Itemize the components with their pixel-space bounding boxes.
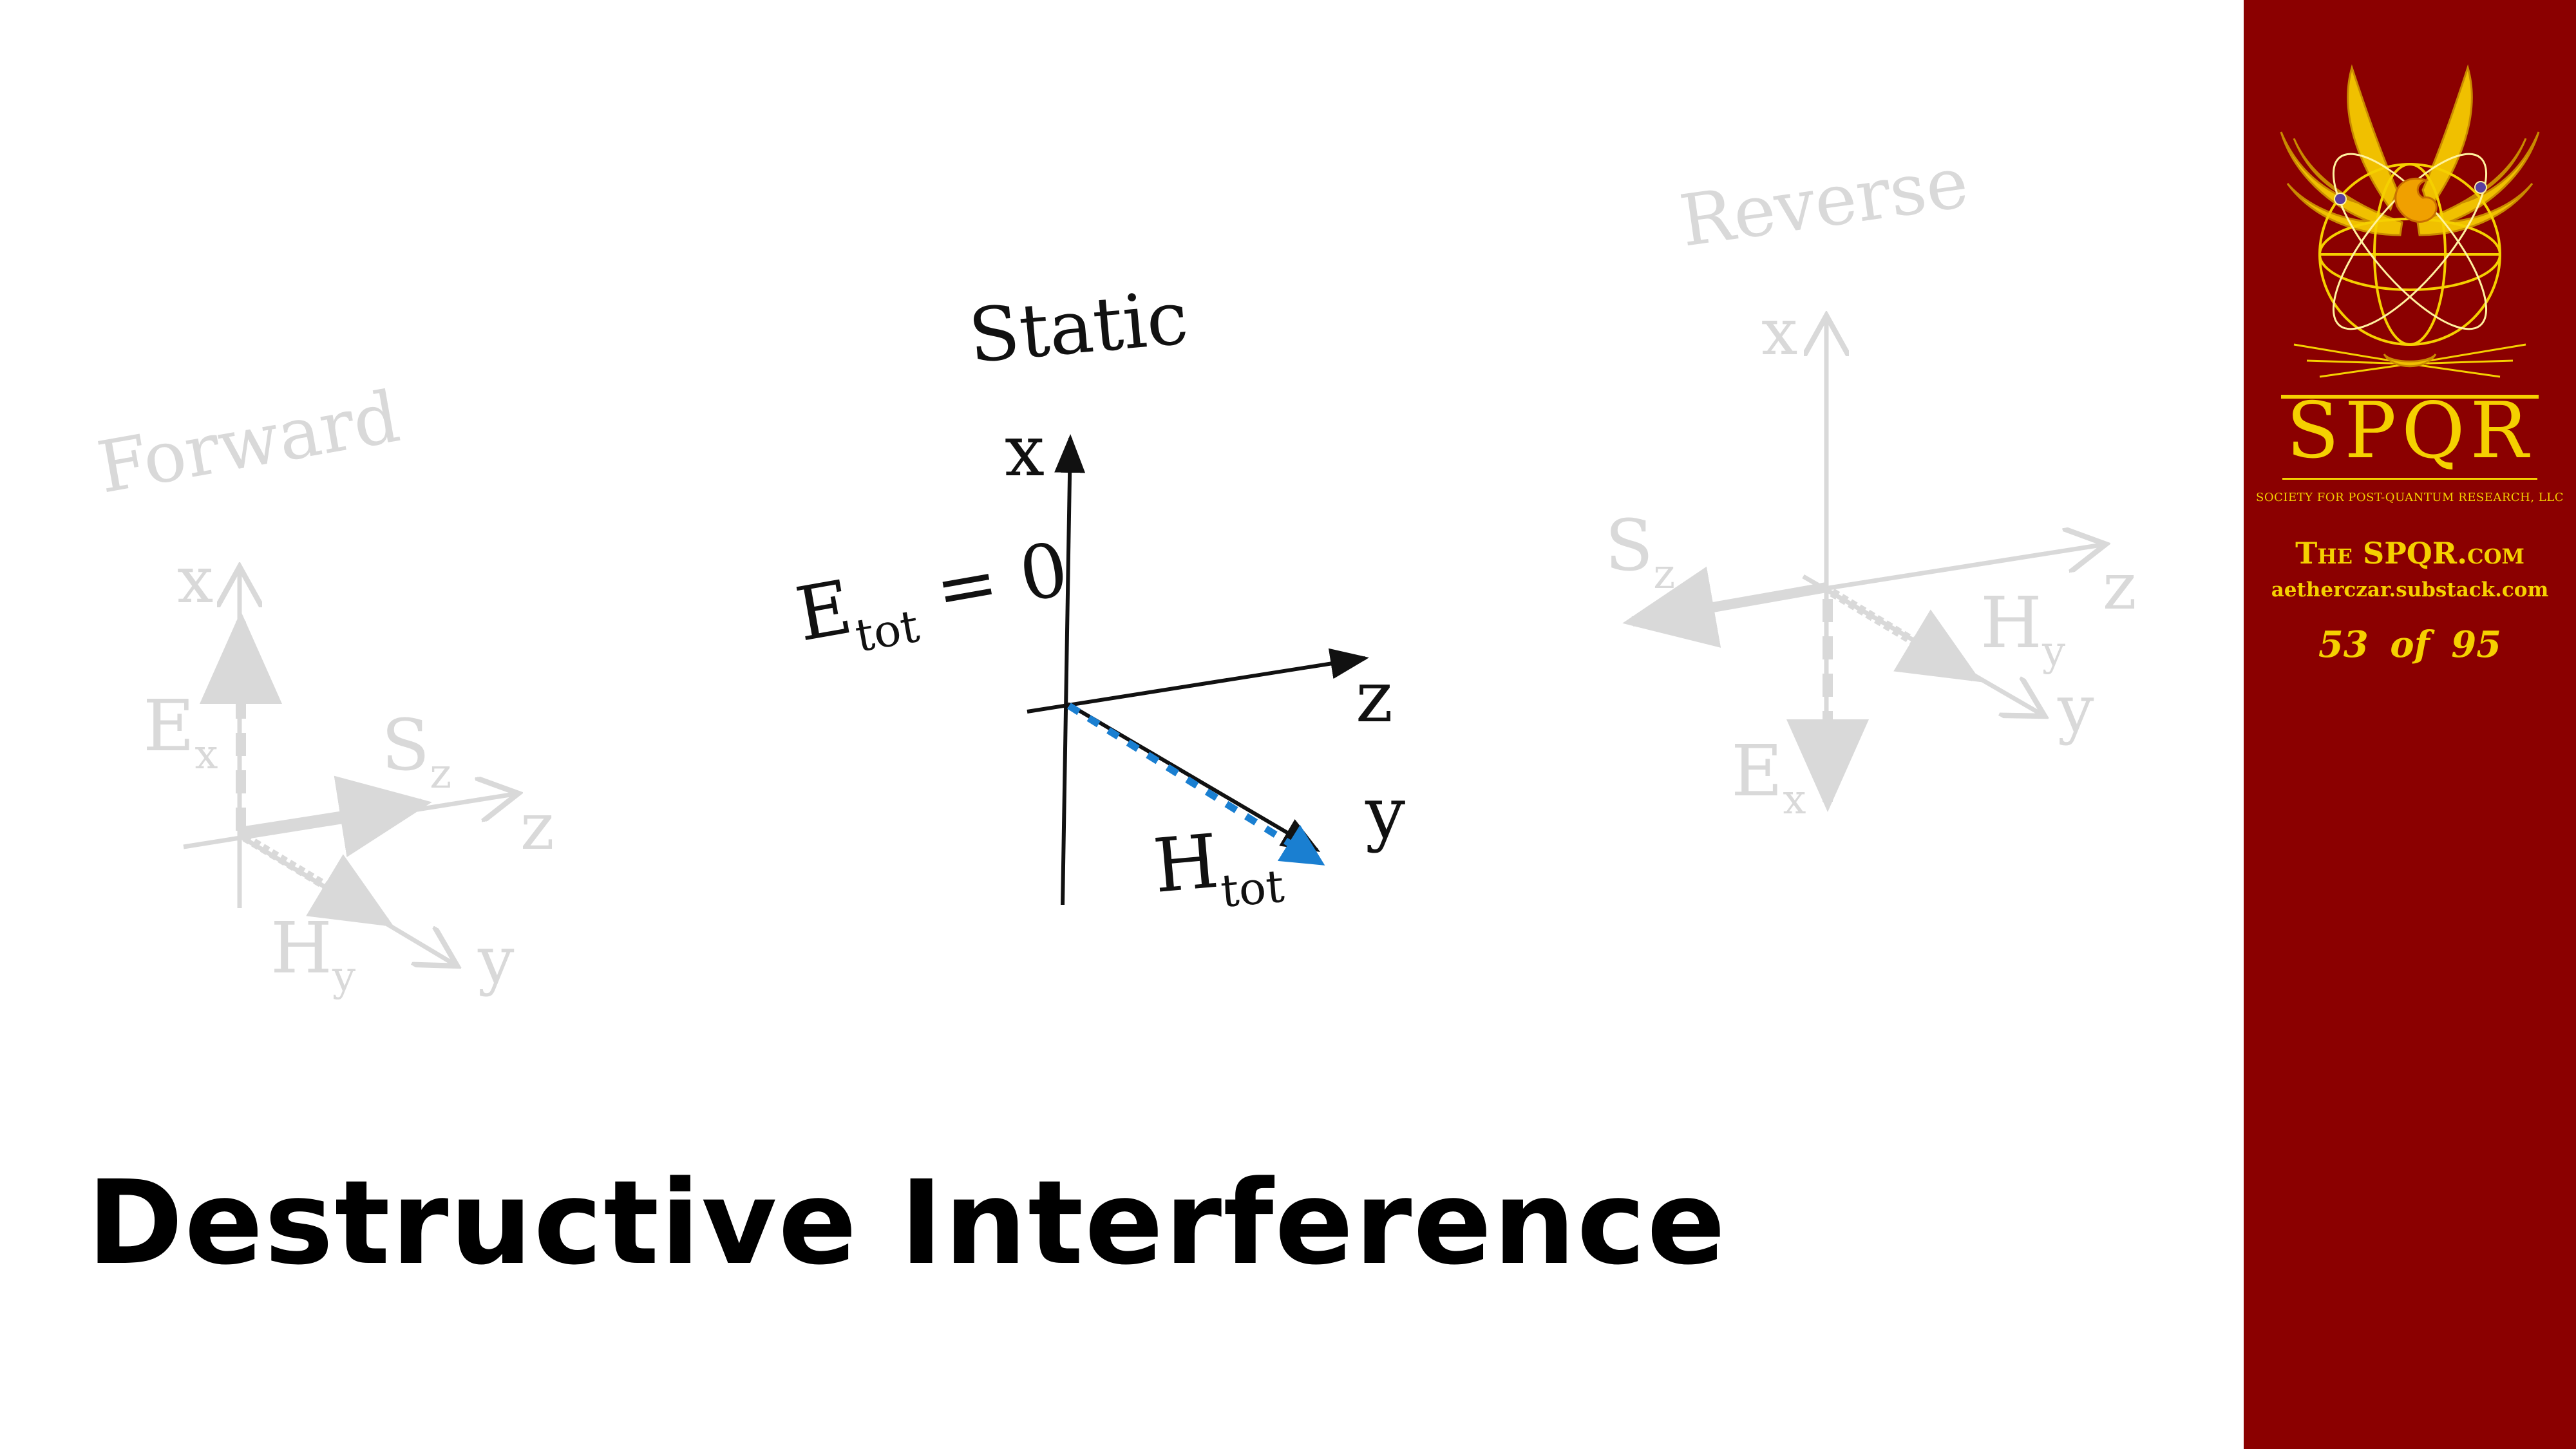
static-axis-x	[1054, 434, 1086, 905]
static-diagram: Static x z y Etot = 0 Htot	[790, 275, 1406, 923]
static-h-vector	[1067, 703, 1325, 866]
page-current: 53	[2318, 623, 2369, 666]
reverse-e-label: Ex	[1731, 730, 1806, 824]
forward-axis-y-label: y	[477, 922, 515, 998]
static-axis-y-label: y	[1365, 772, 1405, 854]
substack-link[interactable]: aetherczar.substack.com	[2271, 578, 2549, 601]
slide-canvas: Forward x z y Ex Sz Hy Static x z y Etot…	[87, 140, 2137, 1291]
society-name: SOCIETY FOR POST-QUANTUM RESEARCH, LLC	[2256, 491, 2564, 504]
static-axis-y	[1066, 702, 1321, 853]
forward-label: Forward	[91, 375, 405, 509]
page-total: 95	[2451, 623, 2502, 666]
static-axis-z	[1027, 648, 1369, 714]
brand-divider	[2282, 478, 2537, 480]
reverse-axis-z-label: z	[2103, 549, 2137, 624]
slide-title: Destructive Interference	[87, 1156, 1727, 1291]
page-of: of	[2390, 623, 2430, 666]
forward-axis-x-label: x	[177, 542, 213, 618]
forward-h-vector	[242, 833, 395, 927]
static-label: Static	[965, 275, 1191, 380]
reverse-axis-y-label: y	[2057, 671, 2094, 746]
reverse-axis-x-label: x	[1761, 294, 1797, 370]
reverse-label: Reverse	[1675, 140, 1973, 262]
static-e-label: Etot = 0	[790, 526, 1077, 672]
static-axis-x-label: x	[1005, 410, 1045, 492]
reverse-s-vector	[1622, 566, 1828, 648]
reverse-h-vector	[1830, 588, 1982, 683]
page-counter: 53 of 95	[2244, 623, 2576, 666]
brand-name: SPQR	[2286, 386, 2533, 476]
reverse-diagram: Reverse x z y Sz Hy Ex	[1605, 140, 2137, 824]
forward-e-label: Ex	[143, 685, 218, 779]
forward-diagram: Forward x z y Ex Sz Hy	[91, 375, 554, 1001]
static-axis-z-label: z	[1356, 656, 1393, 738]
brand-sidebar: SPQR SOCIETY FOR POST-QUANTUM RESEARCH, …	[2244, 0, 2576, 1449]
forward-h-label: Hy	[270, 907, 355, 1001]
spqr-emblem-icon	[2280, 64, 2540, 399]
forward-axis-z-label: z	[520, 789, 554, 864]
website-link[interactable]: The SPQR.com	[2295, 536, 2524, 571]
field-diagrams: Forward x z y Ex Sz Hy Static x z y Etot…	[91, 140, 2137, 1001]
forward-axis-z	[183, 793, 518, 849]
static-h-label: Htot	[1150, 813, 1286, 923]
reverse-s-label: Sz	[1605, 504, 1675, 598]
forward-s-label: Sz	[381, 704, 451, 798]
forward-s-vector	[240, 775, 432, 858]
reverse-h-label: Hy	[1980, 582, 2065, 676]
